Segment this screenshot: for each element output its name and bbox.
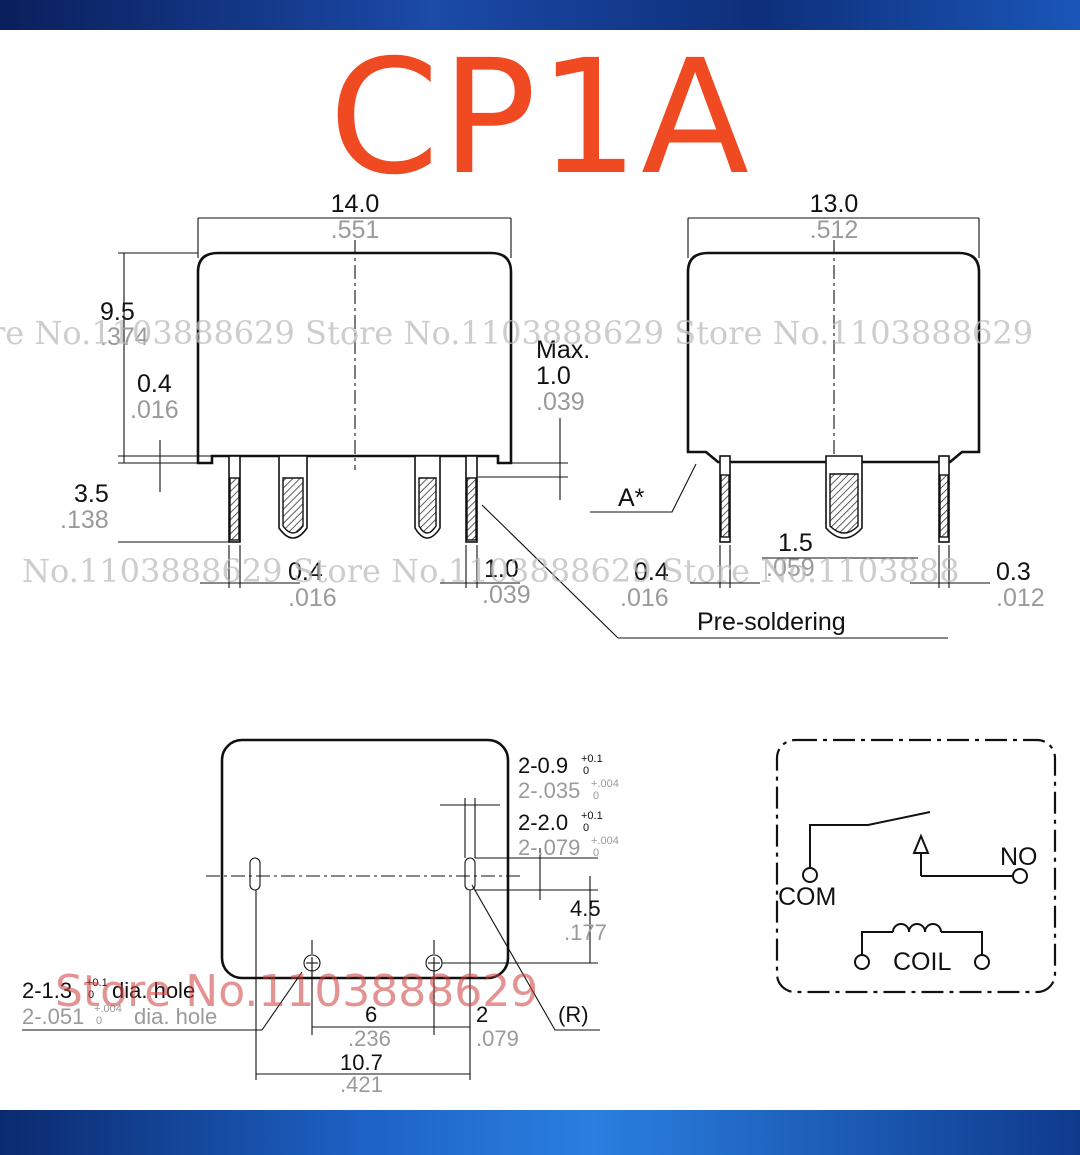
- side-pinlen-in: .138: [60, 506, 109, 534]
- max-label: Max.: [536, 336, 590, 364]
- schematic: COM NO COIL: [775, 738, 1057, 994]
- slot2-mm: 2-2.0: [518, 810, 568, 835]
- com-label: COM: [778, 883, 836, 911]
- no-terminal: [1012, 868, 1028, 884]
- side-width-mm: 14.0: [331, 190, 380, 218]
- svg-text:0: 0: [593, 847, 599, 859]
- side-view: 14.0 .551 9.5 .374 0.4 .016 3.5 .138 Max…: [60, 190, 948, 639]
- com-terminal: [802, 867, 818, 883]
- bottom-banner: [0, 1110, 1080, 1155]
- end-center-in: .059: [766, 554, 815, 582]
- svg-text:+0.1: +0.1: [581, 810, 603, 822]
- coil-symbol: [892, 923, 942, 933]
- relay-footprint: [220, 738, 510, 980]
- slot1-mm: 2-0.9: [518, 753, 568, 778]
- svg-text:+0.1: +0.1: [86, 977, 108, 989]
- slot1-in: 2-.035: [518, 778, 580, 803]
- hole-in: 2-.051: [22, 1004, 84, 1029]
- svg-text:0: 0: [96, 1015, 102, 1027]
- slot2-in: 2-.079: [518, 835, 580, 860]
- offset-in: .079: [476, 1026, 519, 1051]
- side-max-in: .039: [536, 388, 585, 416]
- coil-terminal: [854, 954, 870, 970]
- side-width-in: .551: [331, 216, 380, 244]
- vert-mm: 4.5: [570, 896, 601, 921]
- watermark: re No.1103888629 Store No.1103888629 Sto…: [0, 314, 1033, 352]
- a-star-label: A*: [618, 484, 645, 512]
- end-pinw-in: .016: [620, 584, 669, 612]
- relay-body-end: [686, 251, 981, 464]
- side-pinw-in: .016: [288, 584, 337, 612]
- end-right-mm: 0.3: [996, 558, 1031, 586]
- no-label: NO: [1000, 843, 1038, 871]
- span-in: .236: [348, 1026, 391, 1051]
- span-mm: 6: [365, 1002, 377, 1027]
- svg-text:0: 0: [88, 989, 94, 1001]
- end-right-in: .012: [996, 584, 1045, 612]
- coil-label: COIL: [893, 948, 951, 976]
- watermark: No.1103888629 Store No.1103888629 Store …: [22, 552, 960, 590]
- vert-in: .177: [564, 920, 607, 945]
- side-height-mm: 9.5: [100, 298, 135, 326]
- mount-hole: [303, 954, 321, 972]
- svg-text:0: 0: [593, 790, 599, 802]
- end-width-in: .512: [810, 216, 859, 244]
- hole-mm: 2-1.3: [22, 978, 72, 1003]
- side-pinwide-mm: 1.0: [484, 555, 519, 583]
- presoldering-label: Pre-soldering: [697, 608, 846, 636]
- side-max-mm: 1.0: [536, 362, 571, 390]
- watermark-store: Store No.1103888629: [55, 966, 538, 1017]
- offset-mm: 2: [476, 1002, 488, 1027]
- svg-text:dia. hole: dia. hole: [134, 1004, 217, 1029]
- hole-label: dia. hole: [112, 978, 195, 1003]
- svg-text:0: 0: [583, 765, 589, 777]
- r-label: (R): [558, 1002, 589, 1027]
- side-pinlen-mm: 3.5: [74, 480, 109, 508]
- side-gap-mm: 0.4: [137, 370, 172, 398]
- total-mm: 10.7: [340, 1050, 383, 1075]
- svg-text:0: 0: [583, 822, 589, 834]
- side-gap-in: .016: [130, 396, 179, 424]
- svg-text:+.004: +.004: [94, 1003, 122, 1015]
- total-in: .421: [340, 1072, 383, 1097]
- side-pinw-mm: 0.4: [288, 558, 323, 586]
- svg-text:+0.1: +0.1: [581, 753, 603, 765]
- svg-text:+.004: +.004: [591, 835, 619, 847]
- svg-text:+.004: +.004: [591, 778, 619, 790]
- end-pinw-mm: 0.4: [634, 558, 669, 586]
- top-banner: [0, 0, 1080, 30]
- side-pinwide-in: .039: [482, 581, 531, 609]
- page-title: CP1A: [328, 26, 752, 210]
- coil-terminal: [974, 954, 990, 970]
- pin-slot: [249, 857, 261, 891]
- end-width-mm: 13.0: [810, 190, 859, 218]
- end-view: 13.0 .512 A* 0.4 .016 1.5 .059 0.3 .012 …: [590, 190, 1045, 636]
- side-height-in: .374: [100, 323, 149, 351]
- end-center-mm: 1.5: [778, 529, 813, 557]
